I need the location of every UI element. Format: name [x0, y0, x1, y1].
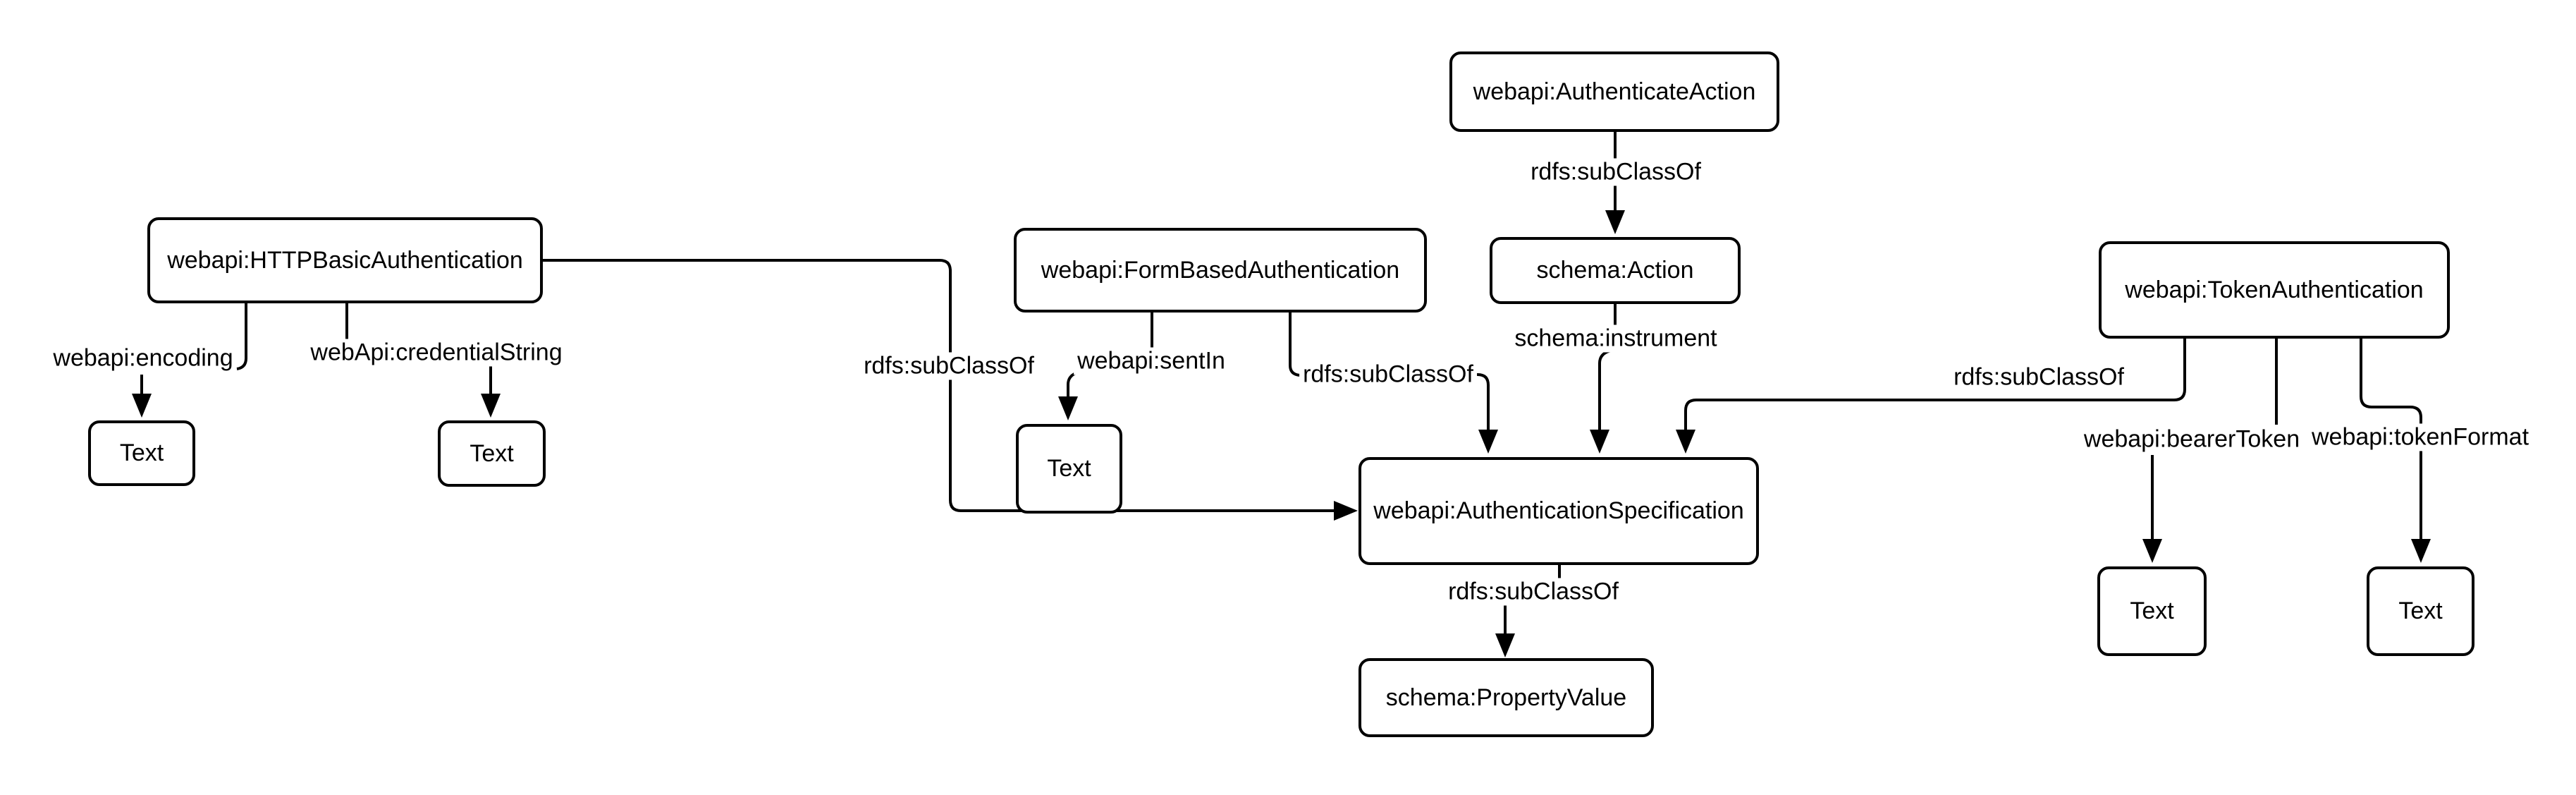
node-text-credential-string[interactable]: Text [438, 420, 546, 487]
edge-label-subclassof-action[interactable]: rdfs:subClassOf [1527, 158, 1705, 186]
edge-formbased-sentin-arrow[interactable] [1058, 370, 1081, 420]
node-text-token-format[interactable]: Text [2367, 566, 2474, 656]
edge-label-token-format[interactable]: webapi:tokenFormat [2307, 423, 2533, 451]
node-http-basic-authentication[interactable]: webapi:HTTPBasicAuthentication [147, 217, 543, 303]
node-schema-property-value[interactable]: schema:PropertyValue [1358, 658, 1654, 737]
edge-label-encoding[interactable]: webapi:encoding [49, 344, 237, 372]
edge-label-sent-in[interactable]: webapi:sentIn [1074, 347, 1229, 375]
node-authentication-specification[interactable]: webapi:AuthenticationSpecification [1358, 457, 1759, 565]
edge-tokenauth-format[interactable] [2360, 339, 2431, 563]
edge-label-subclassof-http[interactable]: rdfs:subClassOf [860, 352, 1038, 380]
node-text-encoding[interactable]: Text [88, 420, 195, 486]
edge-label-bearer-token[interactable]: webapi:bearerToken [2080, 425, 2304, 454]
node-token-authentication[interactable]: webapi:TokenAuthentication [2099, 241, 2450, 339]
edge-tokenauth-subclassof[interactable] [1676, 339, 2186, 454]
edge-formbased-subclassof-stub[interactable] [1289, 312, 1301, 377]
edge-label-credential-string[interactable]: webApi:credentialString [307, 339, 566, 367]
edge-httpbasic-subclassof-authspec[interactable] [543, 259, 1358, 521]
edge-action-instrument-arrow[interactable] [1590, 349, 1612, 454]
edge-httpbasic-encoding-stub[interactable] [236, 303, 247, 370]
node-schema-action[interactable]: schema:Action [1490, 237, 1741, 304]
node-authenticate-action[interactable]: webapi:AuthenticateAction [1449, 51, 1779, 132]
edge-label-instrument[interactable]: schema:instrument [1511, 324, 1721, 353]
node-form-based-authentication[interactable]: webapi:FormBasedAuthentication [1014, 228, 1427, 312]
edge-label-subclassof-spec[interactable]: rdfs:subClassOf [1445, 578, 1622, 606]
node-text-sent-in[interactable]: Text [1016, 424, 1122, 514]
edge-label-subclassof-token[interactable]: rdfs:subClassOf [1950, 363, 2128, 392]
node-text-bearer-token[interactable]: Text [2097, 566, 2207, 656]
edge-formbased-subclassof-arrow[interactable] [1473, 373, 1498, 454]
edge-label-subclassof-form[interactable]: rdfs:subClassOf [1299, 360, 1477, 389]
